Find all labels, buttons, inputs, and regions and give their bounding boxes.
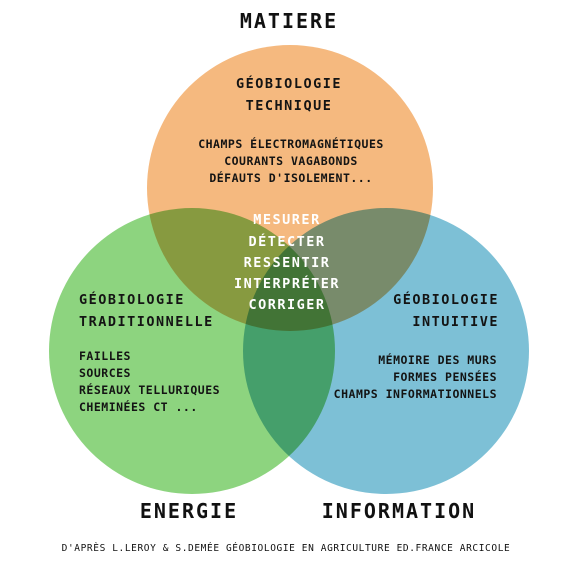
center-action: INTERPRÉTER <box>234 275 340 292</box>
technique-title-line1: GÉOBIOLOGIE <box>236 75 342 92</box>
information-circle <box>243 208 529 494</box>
caption-information: INFORMATION <box>322 499 476 523</box>
traditionnelle-title-line2: TRADITIONNELLE <box>79 314 214 330</box>
source-credit: D'APRÈS L.LEROY & S.DEMÉE GÉOBIOLOGIE EN… <box>62 542 511 554</box>
technique-item: DÉFAUTS D'ISOLEMENT... <box>209 170 372 185</box>
traditionnelle-item: SOURCES <box>79 366 131 380</box>
center-action: RESSENTIR <box>244 255 331 271</box>
intuitive-item: MÉMOIRE DES MURS <box>378 352 497 367</box>
intuitive-title-line2: INTUITIVE <box>412 314 499 330</box>
traditionnelle-title-line1: GÉOBIOLOGIE <box>79 291 185 308</box>
center-action: MESURER <box>253 212 320 228</box>
caption-matiere: MATIERE <box>240 9 338 33</box>
intuitive-title-line1: GÉOBIOLOGIE <box>393 291 499 308</box>
center-action: CORRIGER <box>248 297 325 313</box>
intuitive-item: CHAMPS INFORMATIONNELS <box>334 387 497 401</box>
traditionnelle-item: RÉSEAUX TELLURIQUES <box>79 382 220 397</box>
technique-title-line2: TECHNIQUE <box>246 98 333 114</box>
intuitive-item: FORMES PENSÉES <box>393 369 497 384</box>
caption-energie: ENERGIE <box>140 499 238 523</box>
technique-item: CHAMPS ÉLECTROMAGNÉTIQUES <box>198 136 384 151</box>
technique-item: COURANTS VAGABONDS <box>224 154 358 168</box>
traditionnelle-item: CHEMINÉES CT ... <box>79 399 198 414</box>
traditionnelle-item: FAILLES <box>79 349 131 363</box>
center-action: DÉTECTER <box>248 233 325 250</box>
